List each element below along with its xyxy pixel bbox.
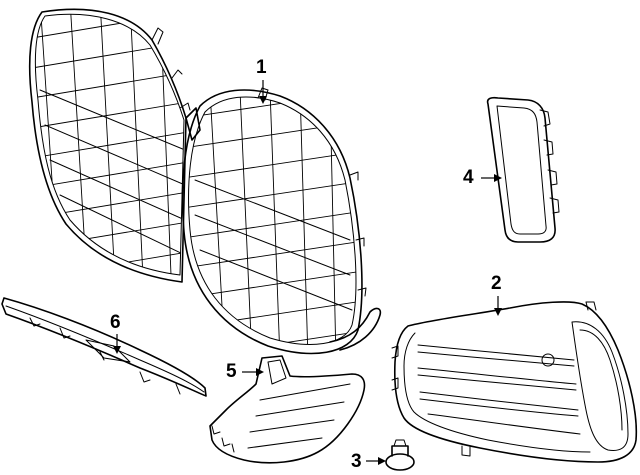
left-kidney-mesh: [35, 14, 184, 276]
side-trim: [486, 96, 560, 243]
callout-3: 3: [351, 451, 362, 472]
callout-1: 1: [256, 57, 267, 78]
arrow-6: [113, 346, 121, 354]
arrow-5: [256, 368, 264, 376]
right-kidney-outer: [181, 89, 363, 355]
arrow-2: [494, 308, 502, 316]
callout-5: 5: [226, 361, 237, 382]
left-kidney-outer: [28, 8, 187, 283]
arrow-4: [494, 174, 502, 182]
left-kidney-inner: [34, 13, 185, 276]
grille-assembly: [28, 8, 382, 355]
lower-molding: [1, 297, 207, 397]
lower-bracket: [209, 355, 366, 464]
arrow-3: [378, 457, 386, 465]
callout-4: 4: [463, 167, 474, 188]
lower-bezel: [391, 301, 638, 463]
push-clip: [385, 439, 415, 471]
arrow-1: [259, 96, 267, 104]
callout-6: 6: [110, 312, 121, 333]
callout-2: 2: [491, 273, 502, 294]
leader-lines: [113, 80, 502, 465]
right-kidney-mesh: [188, 96, 356, 345]
right-kidney-inner: [188, 96, 357, 345]
